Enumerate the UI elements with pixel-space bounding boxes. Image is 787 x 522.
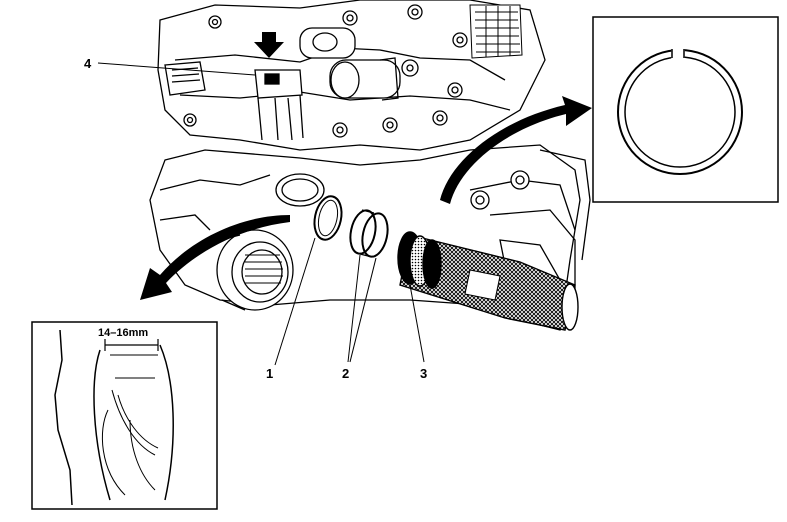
callout-1: 1 [266, 366, 273, 381]
seal-ring-1 [313, 195, 343, 241]
case-connector [216, 229, 294, 311]
down-arrow-icon [254, 32, 284, 58]
dimension-label: 14–16mm [98, 327, 148, 339]
installer-tool-3 [397, 231, 579, 331]
callout-leaders [97, 62, 425, 366]
detail-inset-right [592, 16, 779, 203]
seal-rings-2 [349, 209, 389, 258]
callout-3: 3 [420, 366, 427, 381]
detail-inset-left [31, 321, 218, 510]
callout-4: 4 [84, 56, 92, 71]
bolt-heads [183, 4, 468, 138]
valve-body-assembly [157, 0, 546, 151]
curved-arrow-right-icon [440, 96, 592, 204]
callout-2: 2 [342, 366, 349, 381]
curved-arrow-left-icon [140, 215, 290, 300]
